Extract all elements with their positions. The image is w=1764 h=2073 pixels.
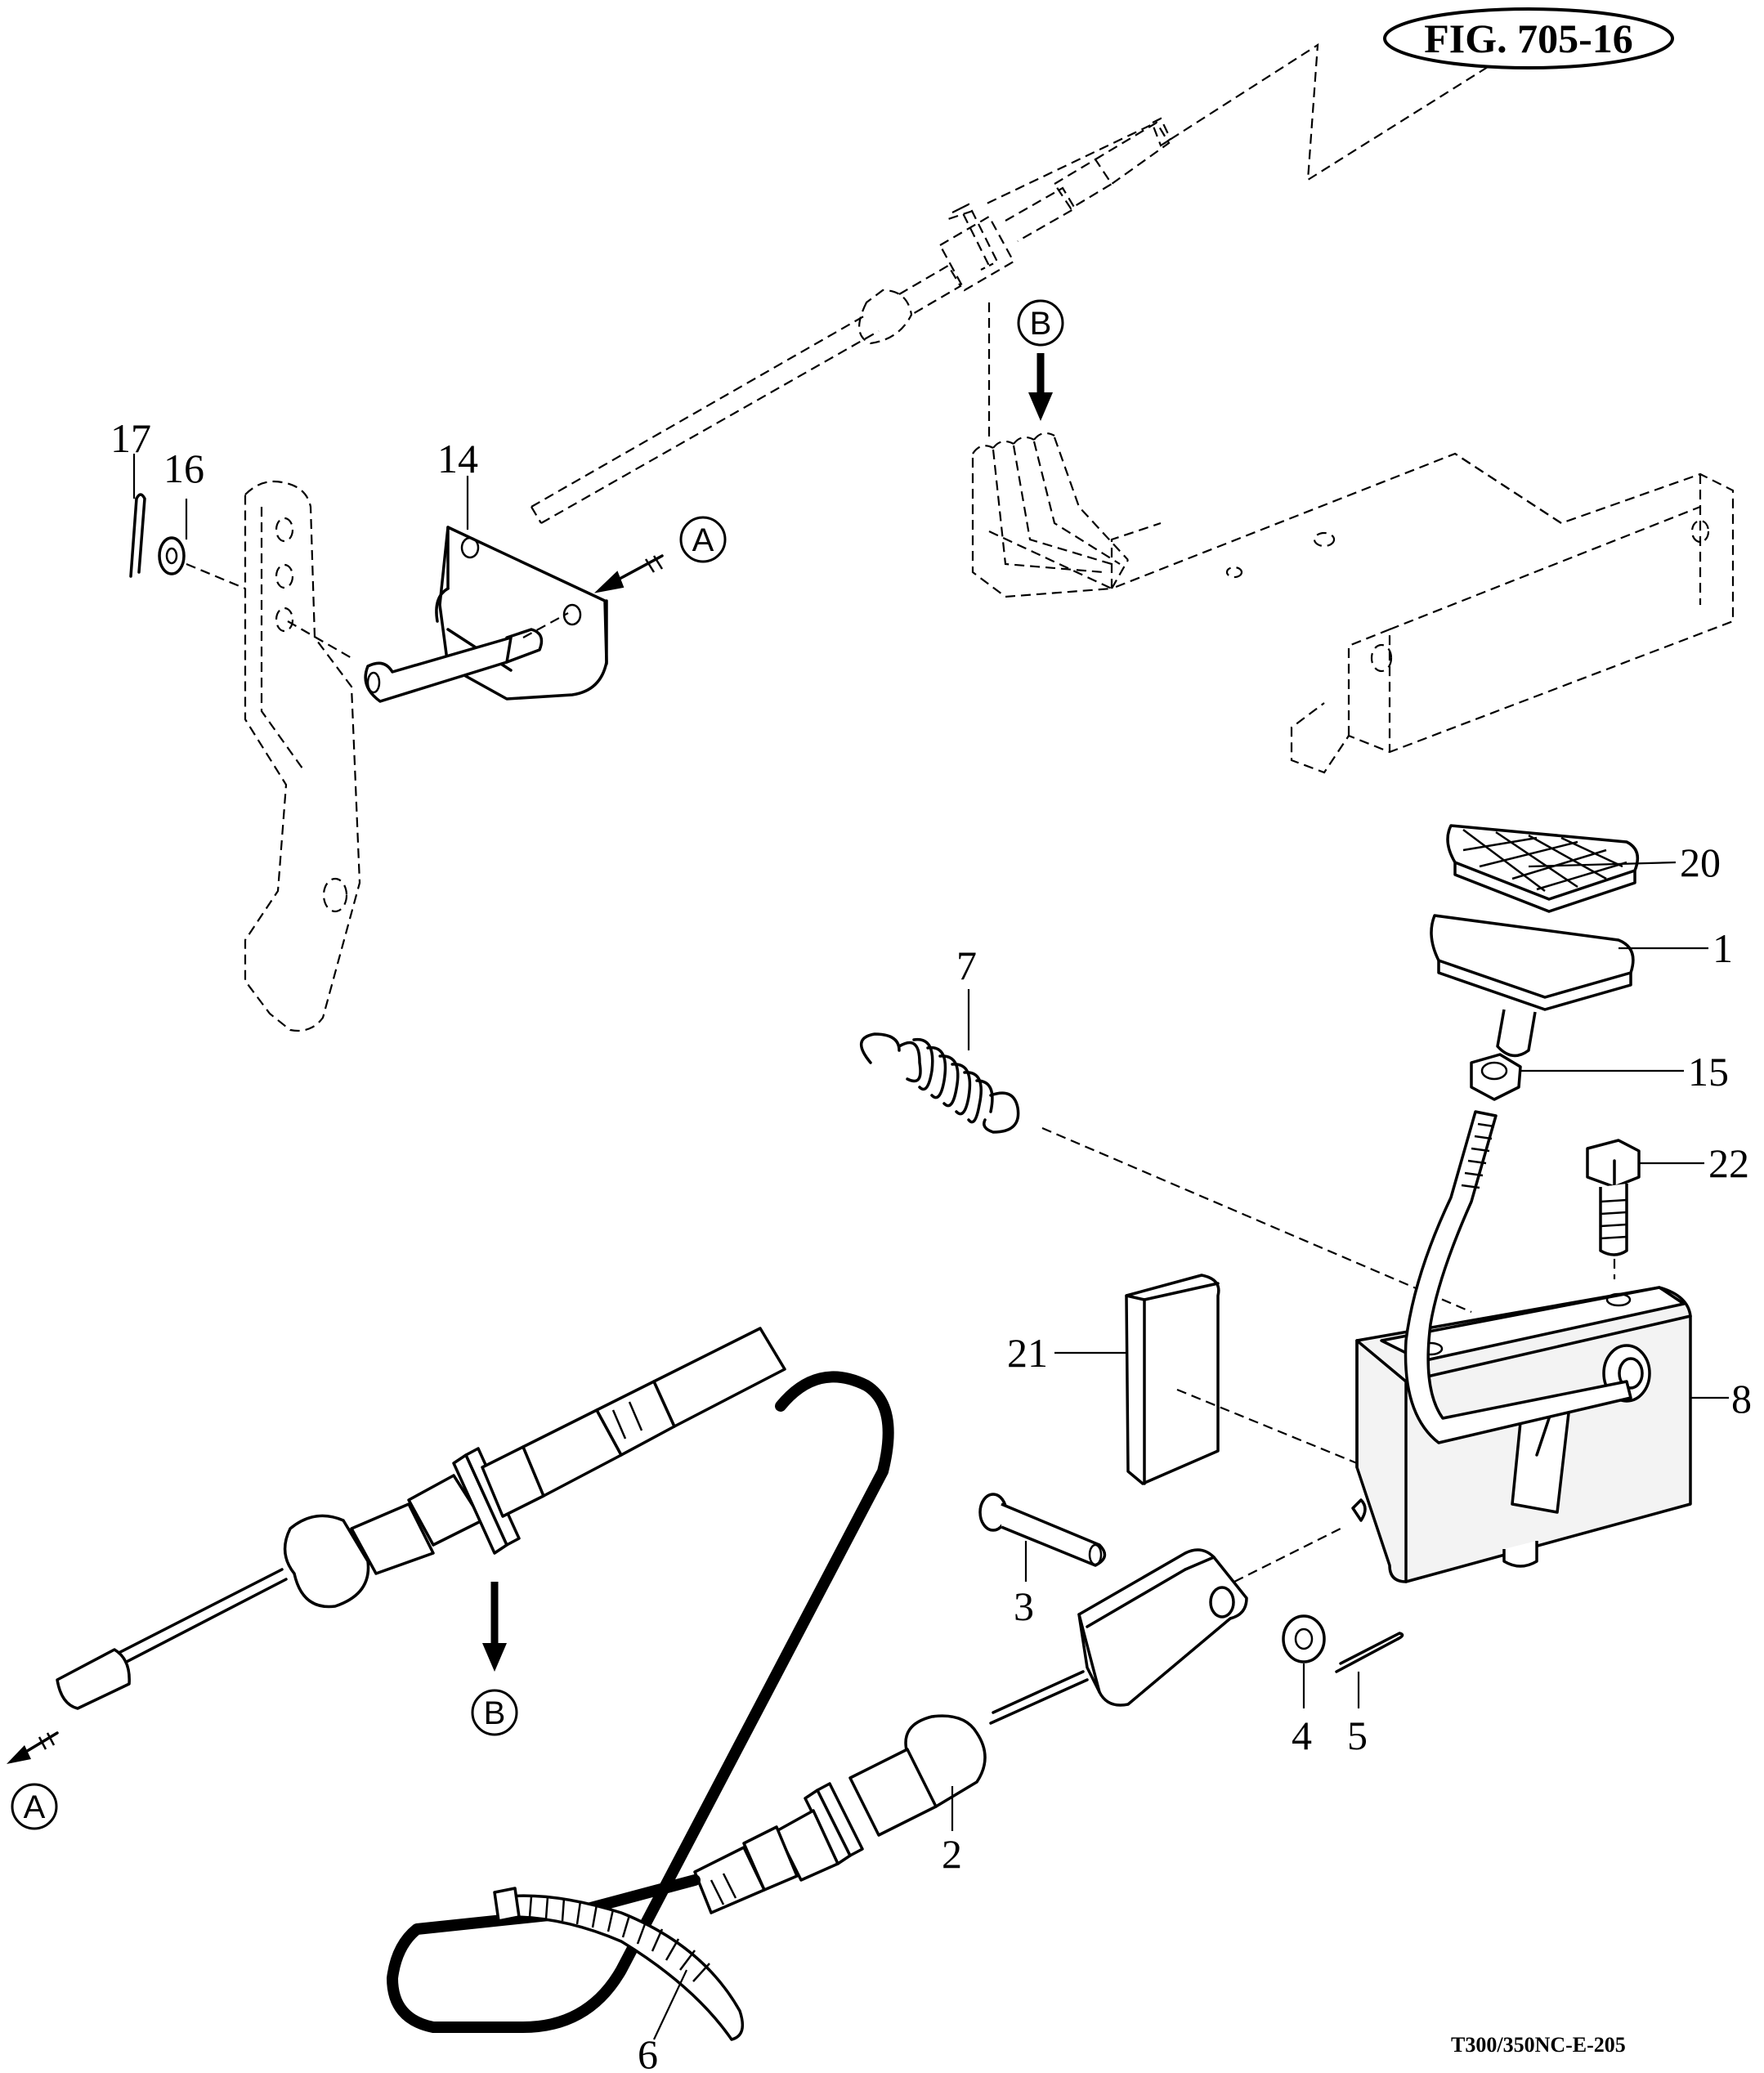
callout-3: 3 [1014, 1583, 1034, 1629]
view-arrow-icon [1028, 353, 1053, 421]
pedal-plate-part-1 [1430, 914, 1635, 1058]
callout-2: 2 [942, 1831, 962, 1877]
figure-label-text: FIG. 705-16 [1424, 16, 1633, 61]
callout-21: 21 [1007, 1330, 1048, 1376]
bracket-part-14 [364, 526, 608, 703]
floor-frame-outline [947, 43, 1735, 774]
left-lever-outline [244, 480, 361, 1032]
cotter-pin-icon [1335, 1632, 1404, 1673]
nut-icon [1470, 1053, 1522, 1101]
left-cable-assembly [56, 1327, 786, 1710]
leader-lines [132, 454, 1729, 2040]
callout-17: 17 [110, 415, 151, 461]
callout-5: 5 [1347, 1713, 1368, 1758]
view-arrow-icon [593, 554, 664, 593]
cushion-part-21 [1125, 1274, 1220, 1485]
view-marker-b-upper-text: B [1030, 306, 1052, 342]
cable-sheath-loop [387, 1371, 894, 2033]
callout-6: 6 [638, 2031, 658, 2073]
cotter-pin-icon [129, 493, 146, 578]
view-marker-a-upper-text: A [692, 522, 714, 558]
document-code: T300/350NC-E-205 [1451, 2033, 1626, 2057]
upper-cable-outline [531, 117, 1172, 524]
callout-16: 16 [163, 445, 204, 491]
callout-15: 15 [1688, 1049, 1729, 1095]
clevis-pin-part-3 [978, 1493, 1107, 1567]
lower-cable-part-2 [693, 1670, 1089, 1914]
view-marker-a-lower-text: A [24, 1789, 46, 1825]
view-marker-a-lower: A [7, 1731, 59, 1830]
callout-14: 14 [437, 436, 478, 481]
callout-8: 8 [1731, 1376, 1752, 1422]
spring-icon [860, 1032, 1020, 1134]
cable-tie-part-6 [493, 1887, 745, 2041]
figure-label: FIG. 705-16 [1383, 7, 1674, 69]
pedal-arm-part-8 [1351, 1110, 1692, 1583]
callout-22: 22 [1708, 1140, 1749, 1186]
pedal-pad-part-20 [1446, 824, 1640, 913]
callout-numbers: 20 1 7 15 22 8 21 14 16 17 3 2 4 5 6 [110, 415, 1752, 2073]
callout-1: 1 [1713, 925, 1733, 971]
washer-icon [1282, 1614, 1326, 1663]
callout-4: 4 [1292, 1713, 1312, 1758]
view-arrow-icon [482, 1582, 507, 1672]
view-marker-b-lower: B [471, 1582, 518, 1736]
callout-7: 7 [956, 942, 977, 988]
callout-20: 20 [1680, 839, 1721, 885]
view-marker-b-upper: B [1017, 299, 1064, 421]
clevis-fork [1077, 1548, 1248, 1707]
view-marker-a-upper: A [593, 516, 727, 593]
view-arrow-icon [7, 1731, 59, 1764]
view-marker-b-lower-text: B [484, 1695, 506, 1731]
bolt-icon [1586, 1139, 1641, 1256]
washer-icon [158, 536, 186, 575]
